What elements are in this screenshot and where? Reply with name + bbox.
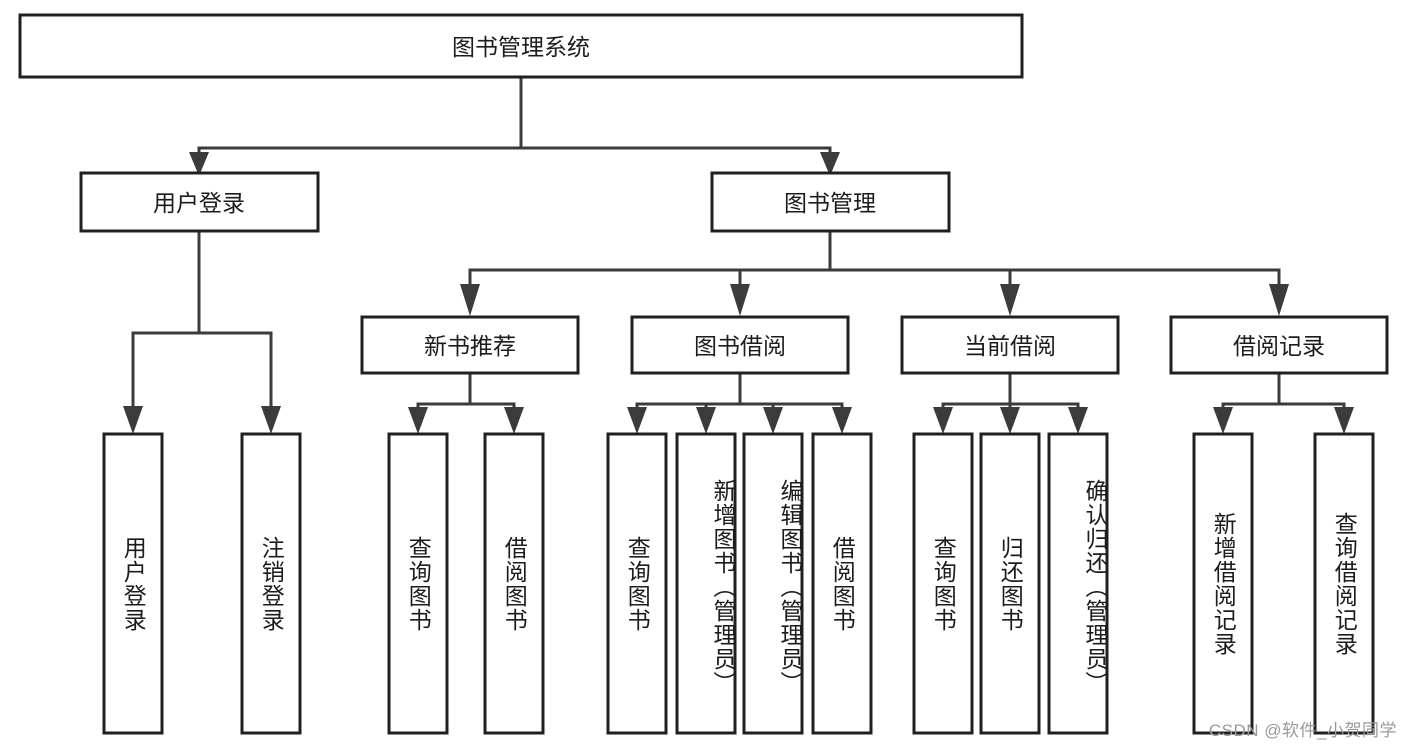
node-box-borrow-record[interactable] bbox=[1169, 315, 1389, 375]
node-label-borrow-record: 借阅记录 bbox=[1233, 333, 1325, 359]
node-box-leaf-query-book-1[interactable] bbox=[387, 432, 449, 735]
arrow-bookborrow-leaf-3 bbox=[763, 407, 783, 434]
node-label-user-login: 用户登录 bbox=[153, 190, 245, 216]
arrow-newbook-leaf-2 bbox=[504, 407, 524, 434]
node-box-leaf-query-record[interactable] bbox=[1313, 432, 1375, 735]
arrow-currentborrow-leaf-1 bbox=[933, 407, 953, 434]
node-label-current-borrow: 当前借阅 bbox=[964, 333, 1056, 359]
csdn-watermark: CSDN @软件_小贺同学 bbox=[1208, 721, 1397, 740]
node-box-book-management[interactable] bbox=[710, 171, 951, 233]
node-box-user-login[interactable] bbox=[79, 171, 320, 233]
connector-group bbox=[123, 75, 1354, 434]
node-label-book-borrow: 图书借阅 bbox=[694, 333, 786, 359]
node-box-current-borrow[interactable] bbox=[900, 315, 1120, 375]
node-box-leaf-confirm-return[interactable] bbox=[1047, 432, 1109, 735]
node-box-new-book-recommend[interactable] bbox=[360, 315, 580, 375]
node-box-leaf-edit-book[interactable] bbox=[742, 432, 804, 735]
arrow-borrowrecord-leaf-2 bbox=[1334, 407, 1354, 434]
node-box-leaf-add-record[interactable] bbox=[1192, 432, 1254, 735]
arrow-bookmgmt-to-current-borrow bbox=[1000, 284, 1020, 316]
arrow-currentborrow-leaf-3 bbox=[1068, 407, 1088, 434]
node-box-leaf-return-book[interactable] bbox=[979, 432, 1041, 735]
arrow-userlogin-leaf-2 bbox=[261, 406, 281, 434]
arrow-bookborrow-leaf-2 bbox=[696, 407, 716, 434]
node-box-book-borrow[interactable] bbox=[630, 315, 850, 375]
node-box-leaf-query-book-2[interactable] bbox=[606, 432, 668, 735]
arrow-bookmgmt-to-new-book bbox=[460, 284, 480, 316]
node-label-new-book-recommend: 新书推荐 bbox=[424, 333, 516, 359]
node-box-leaf-add-book[interactable] bbox=[675, 432, 737, 735]
arrow-root-to-book-management bbox=[820, 152, 840, 176]
arrow-bookmgmt-to-borrow-record bbox=[1269, 284, 1289, 316]
arrow-root-to-user-login bbox=[189, 152, 209, 176]
node-box-leaf-borrow-book-2[interactable] bbox=[811, 432, 873, 735]
arrow-bookborrow-leaf-4 bbox=[832, 407, 852, 434]
arrow-bookmgmt-to-book-borrow bbox=[730, 284, 750, 316]
node-label-root: 图书管理系统 bbox=[452, 34, 590, 60]
node-label-book-management: 图书管理 bbox=[784, 190, 876, 216]
node-box-group: 图书管理系统 用户登录 图书管理 新书推荐 图书借阅 当前借阅 借阅记录 bbox=[18, 13, 1389, 735]
arrow-currentborrow-leaf-2 bbox=[1000, 407, 1020, 434]
node-box-leaf-borrow-book-1[interactable] bbox=[483, 432, 545, 735]
node-box-leaf-logout-login[interactable] bbox=[240, 432, 302, 735]
node-box-leaf-query-book-3[interactable] bbox=[912, 432, 974, 735]
arrow-borrowrecord-leaf-1 bbox=[1213, 407, 1233, 434]
arrow-bookborrow-leaf-1 bbox=[627, 407, 647, 434]
arrow-userlogin-leaf-1 bbox=[123, 406, 143, 434]
arrow-newbook-leaf-1 bbox=[408, 407, 428, 434]
node-box-leaf-user-login[interactable] bbox=[102, 432, 164, 735]
node-box-root[interactable] bbox=[18, 13, 1024, 79]
